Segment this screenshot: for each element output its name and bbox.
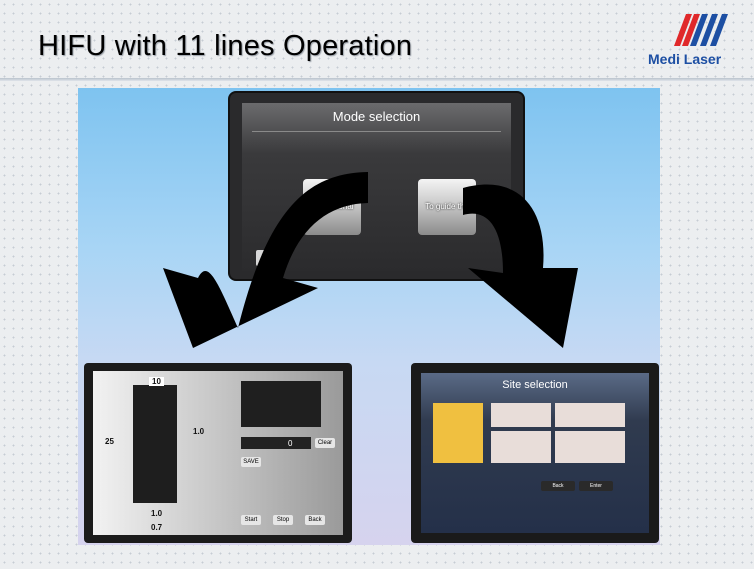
mode-selection-title: Mode selection [332, 109, 421, 124]
left-arrow [163, 172, 368, 348]
length-value: 25 [105, 437, 114, 446]
depth-value: 1.0 [151, 509, 163, 518]
energy-value: 0.7 [151, 523, 163, 532]
right-arrow [463, 184, 578, 348]
neck-site-tile[interactable] [491, 403, 551, 427]
site-selection-title: Site selection [502, 379, 568, 391]
patient-total-panel [241, 437, 311, 449]
body-site-tile[interactable] [555, 403, 625, 427]
back-button[interactable]: Back [305, 515, 325, 525]
stop-button[interactable]: Stop [273, 515, 293, 525]
title-divider [0, 78, 754, 81]
patient-total-value: 0 [288, 439, 293, 448]
save-button[interactable]: SAVE [241, 457, 261, 467]
start-button[interactable]: Start [241, 515, 261, 525]
logo-text: Medi Laser [648, 51, 722, 67]
status-panel [241, 381, 321, 427]
line-count-value: 10 [149, 377, 164, 386]
back-button[interactable]: Back [541, 481, 575, 491]
lines-display [133, 385, 177, 503]
site-selection-screen: Site selection Back Enter [411, 363, 659, 543]
chest-site-tile[interactable] [491, 431, 551, 463]
enter-button[interactable]: Enter [579, 481, 613, 491]
spacing-value: 1.0 [193, 427, 205, 436]
divider [252, 131, 501, 132]
flow-arrows [163, 172, 578, 348]
clear-button[interactable]: Clear [315, 438, 335, 448]
professional-mode-screen: 10 25 1.0 1.0 0.7 0 Clear SAVE Start Sto… [84, 363, 352, 543]
leg-site-tile[interactable] [555, 431, 625, 463]
operation-photo: Mode selection professional To guide the… [78, 88, 660, 545]
medi-laser-logo [674, 14, 728, 46]
face-site-tile[interactable] [433, 403, 483, 463]
page-title: HIFU with 11 lines Operation [38, 30, 413, 62]
